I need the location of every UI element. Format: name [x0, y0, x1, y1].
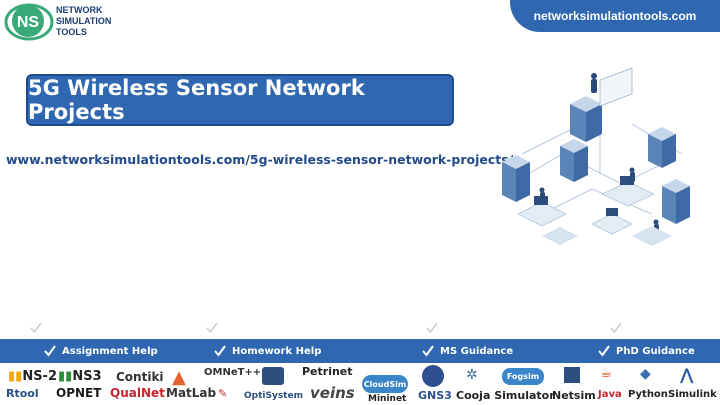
tool-cooja[interactable]: Cooja Simulator: [456, 389, 555, 402]
tool-opnet[interactable]: OPNET: [56, 386, 102, 400]
check-icon: [610, 322, 622, 334]
network-illustration: [502, 67, 690, 246]
python-icon: ◆: [640, 366, 651, 382]
person-icon: [539, 187, 545, 202]
matlab-icon: ▲: [172, 367, 186, 388]
server-rack-icon: [662, 179, 690, 224]
tool-ns2[interactable]: ▮▮NS-2: [8, 369, 57, 384]
tool-matlab[interactable]: MatLab: [166, 386, 217, 400]
tool-gns3[interactable]: GNS3: [418, 389, 452, 402]
tool-veins[interactable]: veins: [310, 384, 355, 402]
floor-pad: [542, 226, 672, 246]
faded-service-row: [0, 322, 720, 336]
server-rack-icon: [560, 139, 588, 182]
tool-omnet[interactable]: OMNeT++: [204, 367, 262, 378]
site-url-tab[interactable]: networksimulationtools.com: [510, 0, 720, 32]
tools-strip: ▮▮NS-2 ▮▮NS3 Contiki ▲ OMNeT++ Petrinet …: [0, 365, 720, 405]
tool-java[interactable]: Java: [598, 389, 622, 400]
site-url-text: networksimulationtools.com: [533, 9, 697, 23]
logo-wordmark: NETWORK SIMULATION TOOLS: [56, 5, 112, 37]
services-bar: Assignment Help Homework Help MS Guidanc…: [0, 339, 720, 363]
logo[interactable]: NS NETWORK SIMULATION TOOLS: [4, 2, 124, 42]
faded-service-item: [426, 322, 438, 334]
edit-icon: ✎: [218, 387, 228, 400]
java-icon: ☕: [600, 365, 613, 381]
presentation-board-icon: [599, 67, 633, 107]
cooja-network-icon: ✲: [466, 367, 478, 383]
server-rack-icon: [502, 155, 530, 202]
person-icon: [591, 73, 597, 93]
service-homework-help[interactable]: Homework Help: [214, 339, 321, 363]
server-rack-icon: [570, 96, 602, 142]
connection-lines: [511, 123, 683, 215]
check-icon: [44, 345, 56, 357]
tool-contiki[interactable]: Contiki: [116, 370, 164, 384]
netsim-icon: [564, 367, 580, 383]
tool-netsim[interactable]: Netsim: [552, 389, 596, 402]
tool-qualnet[interactable]: QualNet: [110, 386, 165, 400]
person-icon: [629, 167, 635, 182]
check-icon: [422, 345, 434, 357]
faded-service-item: [206, 322, 218, 334]
logo-initials: NS: [17, 14, 40, 31]
page-url-link[interactable]: www.networksimulationtools.com/5g-wirele…: [6, 152, 514, 167]
tool-rtool[interactable]: Rtool: [6, 387, 39, 400]
tool-simulink[interactable]: Simulink: [668, 389, 717, 400]
faded-service-item: [610, 322, 622, 334]
tool-python[interactable]: Python: [628, 389, 668, 400]
optisystem-icon: [262, 367, 284, 385]
service-assignment-help[interactable]: Assignment Help: [44, 339, 158, 363]
tool-mininet[interactable]: Mininet: [368, 394, 407, 404]
tool-petrinet[interactable]: Petrinet: [302, 365, 353, 378]
bars-icon: ▮▮: [8, 369, 23, 384]
service-ms-guidance[interactable]: MS Guidance: [422, 339, 513, 363]
tool-optisystem[interactable]: OptiSystem: [244, 391, 303, 401]
check-icon: [206, 322, 218, 334]
gns3-icon: [422, 365, 444, 387]
check-icon: [214, 345, 226, 357]
workstation-icon: [601, 176, 655, 207]
check-icon: [426, 322, 438, 334]
page-title: 5G Wireless Sensor Network Projects: [26, 74, 454, 126]
logo-globe-icon: NS: [4, 3, 54, 41]
simulink-icon: ⋀: [680, 365, 694, 384]
tool-ns3[interactable]: ▮▮NS3: [58, 369, 102, 384]
tool-cloudsim[interactable]: CloudSim: [362, 375, 408, 393]
faded-service-item: [30, 322, 42, 334]
check-icon: [30, 322, 42, 334]
server-rack-icon: [648, 127, 676, 168]
page-title-text: 5G Wireless Sensor Network Projects: [28, 76, 365, 124]
bars-icon: ▮▮: [58, 369, 73, 384]
tool-fogsim[interactable]: Fogsim: [502, 368, 544, 385]
check-icon: [598, 345, 610, 357]
workstation-icon: [591, 208, 633, 235]
service-phd-guidance[interactable]: PhD Guidance: [598, 339, 695, 363]
